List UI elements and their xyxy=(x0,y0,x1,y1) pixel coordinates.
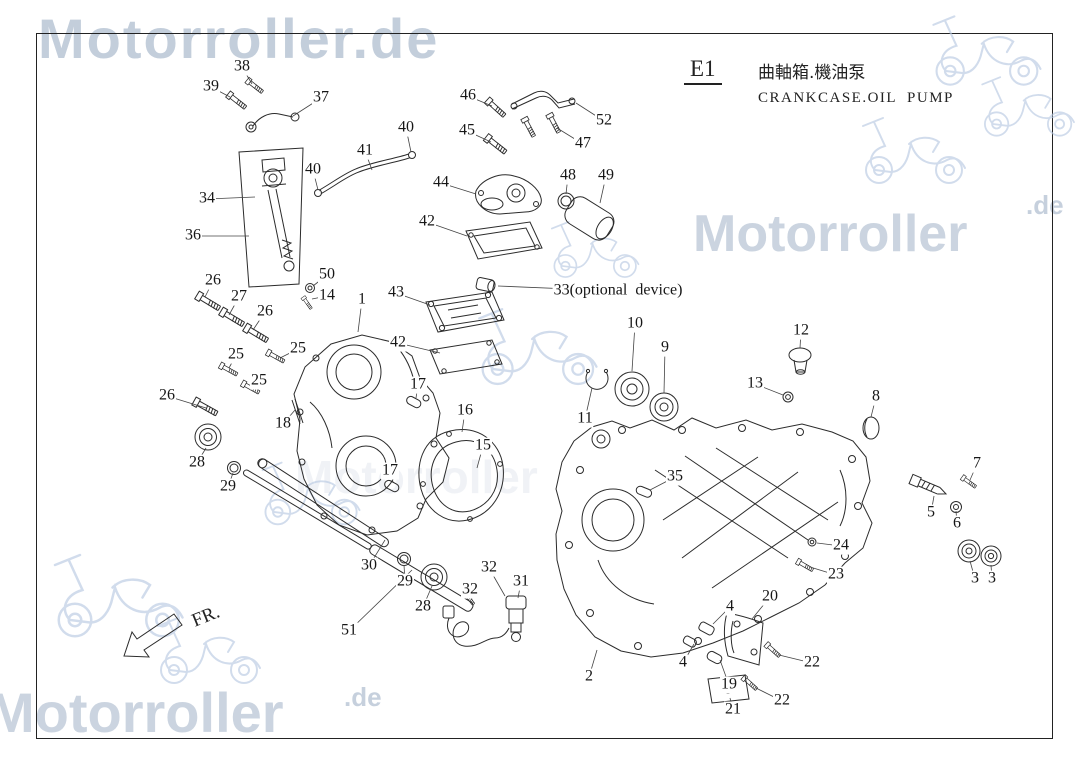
cover-cluster-drawing xyxy=(682,612,782,704)
shaft-30-drawing xyxy=(257,458,389,548)
leader-line xyxy=(778,654,813,664)
leader-line xyxy=(476,445,484,469)
shaft-51-drawing xyxy=(243,469,474,612)
leader-line xyxy=(279,348,299,359)
leader-line xyxy=(969,463,978,481)
leader-line xyxy=(755,687,783,702)
leader-line xyxy=(599,175,607,204)
leader-line xyxy=(228,296,240,316)
leader-line xyxy=(196,447,207,464)
leader-line xyxy=(751,596,771,620)
leader-line xyxy=(312,274,328,287)
leader-line xyxy=(368,539,386,567)
bolt-38-39-drawing xyxy=(225,76,265,112)
oil-hose-drawing xyxy=(314,151,416,197)
oil-sensor-drawing xyxy=(442,590,527,647)
oil-pipe-37-drawing xyxy=(245,112,300,133)
sleeve-49-drawing xyxy=(564,196,615,241)
diagram-section-code: E1 xyxy=(684,56,722,85)
crankcase-left-drawing xyxy=(293,334,450,536)
leader-line xyxy=(588,649,598,678)
leader-line xyxy=(497,285,619,292)
leader-line xyxy=(440,182,477,195)
optional-device-33-drawing xyxy=(475,277,496,293)
leader-line xyxy=(397,342,441,354)
leader-line xyxy=(206,196,256,200)
leader-line xyxy=(426,221,468,237)
leader-line xyxy=(282,409,296,425)
leader-line xyxy=(204,280,214,298)
oil-cap-drawing xyxy=(788,347,812,375)
leader-line xyxy=(575,102,605,122)
leader-line xyxy=(251,380,260,389)
parts-art xyxy=(123,76,1002,704)
leader-line xyxy=(357,299,363,333)
gasket-42-upper-drawing xyxy=(465,221,543,260)
leader-line xyxy=(395,292,431,306)
leader-line xyxy=(682,643,695,664)
bolt-cluster-left-drawing xyxy=(191,290,287,419)
leader-line xyxy=(870,396,877,418)
leader-line xyxy=(252,311,266,331)
leader-line xyxy=(403,564,406,583)
fr-direction-arrow xyxy=(123,613,183,658)
leader-line xyxy=(228,354,237,369)
leader-line xyxy=(348,569,413,632)
leader-line xyxy=(631,323,636,372)
leader-line xyxy=(488,567,506,597)
leader-line xyxy=(467,95,493,107)
manifold-44-drawing xyxy=(475,174,542,215)
drain-bolt-drawing xyxy=(908,473,948,495)
leader-line xyxy=(466,130,492,143)
leader-line xyxy=(799,330,802,349)
leader-line xyxy=(955,510,958,525)
leader-line xyxy=(210,86,231,98)
leader-line xyxy=(311,295,328,300)
leader-line xyxy=(663,347,666,394)
leader-line xyxy=(930,495,935,514)
leader-line xyxy=(969,560,976,580)
oil-strainer-drawing xyxy=(238,147,304,288)
diagram-title-en: CRANKCASE.OIL PUMP xyxy=(758,90,954,106)
crankcase-right-drawing xyxy=(555,417,873,658)
leader-line xyxy=(729,697,734,711)
leader-line xyxy=(816,542,842,547)
leader-line xyxy=(292,97,322,117)
leader-line xyxy=(649,476,676,491)
leader-line xyxy=(312,169,319,191)
leader-line xyxy=(719,659,730,686)
leader-line xyxy=(565,175,569,195)
leader-line xyxy=(556,127,584,145)
reed-valve-43-drawing xyxy=(425,291,505,333)
leader-line xyxy=(422,585,433,608)
leader-line xyxy=(990,564,993,580)
diagram-title-cjk: 曲軸箱.機油泵 xyxy=(758,63,866,83)
leader-line xyxy=(584,387,593,420)
leader-line xyxy=(461,410,466,433)
leader-line xyxy=(405,127,412,153)
leader-line xyxy=(809,566,837,576)
page-border xyxy=(36,33,1053,739)
leader-line xyxy=(227,472,234,488)
leader-line xyxy=(754,383,784,396)
leader-line xyxy=(241,66,253,85)
scooter-sketch-watermarks xyxy=(53,15,1075,684)
bracket-52-drawing xyxy=(482,90,576,157)
leader-line xyxy=(712,606,731,625)
